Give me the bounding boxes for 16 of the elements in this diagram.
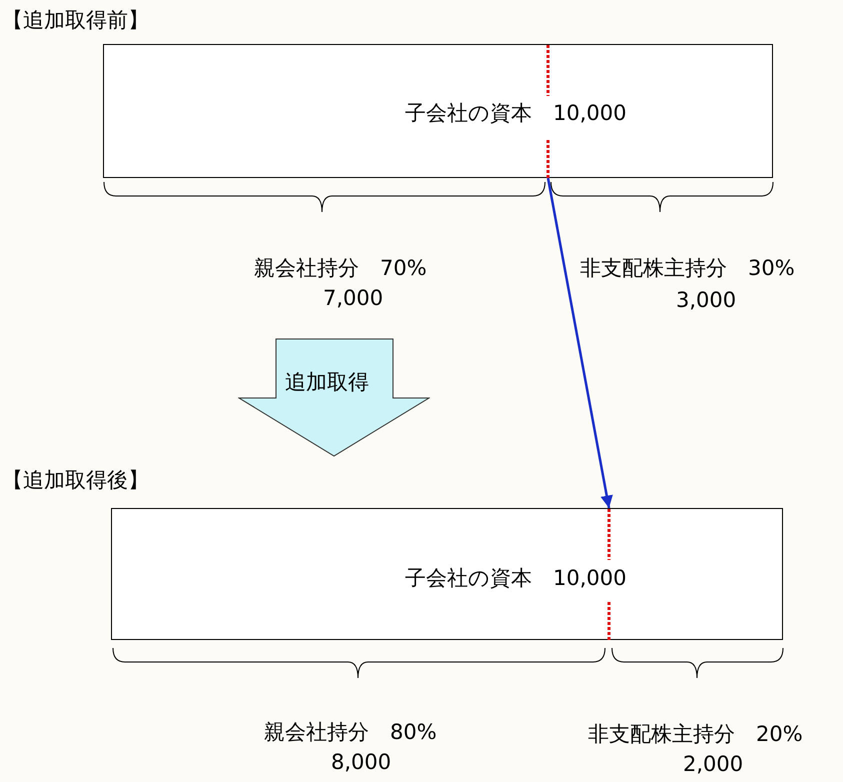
section-heading: 【追加取得後】 — [2, 470, 149, 491]
box-text: 子会社の資本 10,000 — [405, 568, 626, 589]
amount-label: 3,000 — [676, 290, 736, 311]
box-text: 子会社の資本 10,000 — [405, 103, 626, 124]
amount-label: 7,000 — [323, 288, 384, 309]
capital-box — [103, 44, 773, 178]
share-label: 親会社持分 70% — [254, 258, 427, 279]
arrow — [546, 178, 613, 508]
amount-label: 8,000 — [331, 752, 392, 773]
amount-label: 2,000 — [683, 754, 744, 775]
share-label: 親会社持分 80% — [264, 722, 437, 743]
arrow-text: 追加取得 — [285, 372, 369, 393]
capital-box — [111, 508, 783, 640]
share-label: 非支配株主持分 30% — [580, 258, 795, 279]
share-label: 非支配株主持分 20% — [588, 724, 803, 745]
section-heading: 【追加取得前】 — [2, 10, 149, 31]
